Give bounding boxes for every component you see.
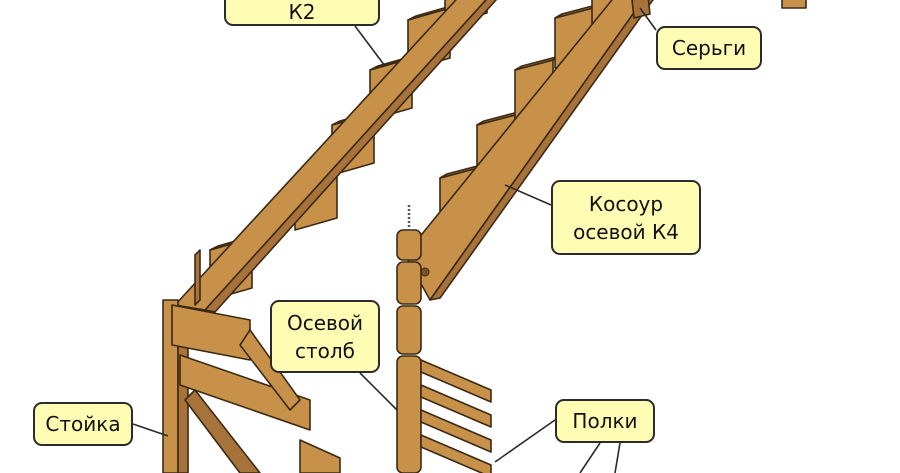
axial-post-segment-4 xyxy=(396,355,422,473)
shelf-4 xyxy=(420,434,492,473)
callout-earrings: Серьги xyxy=(656,26,762,70)
leader-shelves-1 xyxy=(494,419,556,463)
back-stringer-end xyxy=(194,249,201,306)
stringer-pin xyxy=(420,267,430,277)
callout-k2-text: К2 xyxy=(288,0,316,24)
frame-crossbar-upper xyxy=(171,304,251,361)
callout-axial-stringer-line2: осевой К4 xyxy=(573,220,679,244)
leader-post xyxy=(132,423,169,437)
back-stringer-beam-side xyxy=(204,0,498,313)
callout-k2: К2 xyxy=(224,0,380,26)
shelf-1 xyxy=(420,359,492,403)
leader-earrings xyxy=(639,7,657,31)
shelf-3 xyxy=(420,409,492,453)
frame-brace xyxy=(184,389,261,473)
upper-landing-block xyxy=(781,0,807,9)
callout-shelves-text: Полки xyxy=(572,409,638,433)
frame-diagonal xyxy=(239,329,301,411)
callout-axial-stringer-line1: Косоур xyxy=(588,192,664,216)
axial-post-segment-1 xyxy=(396,229,422,261)
callout-axial-post: Осевой столб xyxy=(270,300,380,373)
callout-axial-post-line1: Осевой xyxy=(286,311,364,335)
back-stair-stringer xyxy=(174,0,498,313)
leader-axial-post xyxy=(359,372,398,411)
callout-shelves: Полки xyxy=(555,399,655,443)
callout-axial-stringer: Косоур осевой К4 xyxy=(551,180,701,255)
lower-frame xyxy=(162,299,341,473)
front-stringer-beam-side xyxy=(429,0,654,301)
axial-stringer-k4 xyxy=(396,0,807,473)
frame-crossbar-lower xyxy=(179,354,311,431)
shelf-2 xyxy=(420,384,492,428)
back-stringer-beam xyxy=(174,0,488,311)
axial-post-segment-3 xyxy=(396,305,422,355)
callout-leaders xyxy=(132,7,657,473)
callout-earrings-text: Серьги xyxy=(671,36,747,60)
axial-post-segment-2 xyxy=(396,261,422,305)
leader-axial-stringer xyxy=(504,184,552,206)
frame-bottom-step xyxy=(299,439,341,473)
leader-k2 xyxy=(354,25,386,67)
leader-shelves-2 xyxy=(579,442,601,473)
callout-post-text: Стойка xyxy=(45,412,121,436)
leader-shelves-3 xyxy=(614,442,621,473)
callout-axial-post-line2: столб xyxy=(295,339,355,363)
callout-post: Стойка xyxy=(33,402,133,446)
